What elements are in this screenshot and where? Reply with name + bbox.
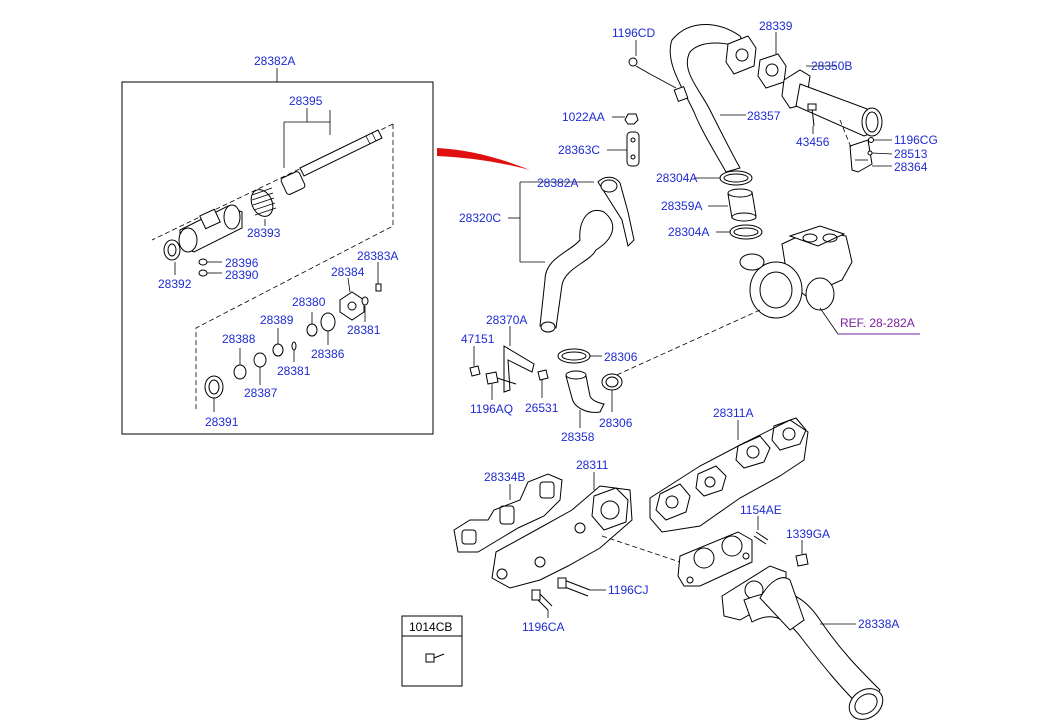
label-28364: 28364	[894, 160, 928, 174]
label-28390: 28390	[225, 268, 259, 282]
nut-1022AA	[612, 113, 639, 125]
label-28304A-1: 28304A	[656, 171, 697, 185]
label-1196CA: 1196CA	[522, 620, 564, 634]
part-28388	[233, 348, 247, 380]
part-28387	[253, 352, 267, 385]
bolt-28390	[198, 269, 222, 277]
red-arrow	[437, 148, 530, 170]
turbocharger	[739, 225, 920, 335]
box-1014CB	[401, 615, 463, 687]
label-26531: 26531	[525, 401, 559, 415]
bolt-28396	[198, 258, 222, 266]
label-28383A: 28383A	[357, 249, 398, 263]
label-1196CD: 1196CD	[612, 26, 655, 40]
label-43456: 43456	[796, 135, 830, 149]
pipe-28358	[565, 370, 605, 428]
manifold-28311	[491, 472, 633, 589]
label-28304A-2: 28304A	[668, 225, 709, 239]
label-28350B: 28350B	[811, 59, 852, 73]
manifold-28311A	[649, 417, 809, 533]
bolt-47151	[469, 346, 481, 377]
label-28357: 28357	[747, 109, 781, 123]
pipe-28350B	[781, 65, 883, 137]
label-28306-2: 28306	[599, 416, 633, 430]
label-28311: 28311	[576, 458, 609, 472]
label-28370A: 28370A	[486, 313, 527, 327]
part-28389	[272, 328, 284, 357]
label-28363C: 28363C	[558, 143, 600, 157]
label-28359A: 28359A	[661, 199, 702, 213]
label-28334B: 28334B	[484, 470, 525, 484]
ring-28380	[306, 312, 318, 337]
assembly-box-28382A	[121, 81, 434, 435]
label-28387: 28387	[244, 386, 278, 400]
bolt-1196CJ	[557, 577, 606, 597]
clamp-28304A-top	[694, 170, 753, 186]
bracket-28364	[849, 137, 893, 173]
label-1014CB: 1014CB	[409, 620, 452, 634]
label-28381-a: 28381	[347, 323, 381, 337]
clamp-28304A-bottom	[716, 224, 763, 240]
label-1339GA: 1339GA	[786, 527, 830, 541]
label-28384: 28384	[331, 265, 365, 279]
label-1022AA: 1022AA	[562, 110, 605, 124]
label-28339: 28339	[759, 19, 793, 33]
label-28513: 28513	[894, 147, 928, 161]
label-28306-1: 28306	[604, 350, 638, 364]
flange-28339	[725, 32, 787, 89]
label-1196CG: 1196CG	[894, 133, 938, 147]
label-28388: 28388	[222, 332, 256, 346]
clamp-28306-bottom	[601, 373, 623, 412]
bracket-28370A	[503, 326, 535, 393]
clamp-28306-top	[557, 348, 602, 364]
label-28382A-box: 28382A	[254, 54, 295, 68]
nut-1339GA	[795, 540, 809, 567]
label-28382A: 28382A	[537, 176, 578, 190]
label-28389: 28389	[260, 313, 294, 327]
label-1154AE: 1154AE	[740, 503, 782, 517]
bolt-43456	[807, 103, 817, 134]
shaft-28395	[280, 108, 383, 195]
label-28391: 28391	[205, 415, 239, 429]
label-28381-b: 28381	[277, 364, 311, 378]
stud-1154AE	[753, 516, 769, 545]
seal-28391	[204, 375, 224, 412]
oring-28386	[320, 312, 336, 345]
label-47151: 47151	[461, 332, 495, 346]
label-28311A: 28311A	[713, 406, 753, 420]
label-28380: 28380	[292, 295, 326, 309]
hose-28359A	[708, 188, 757, 222]
pipe-28320C	[539, 176, 635, 333]
ring-28381	[291, 341, 297, 362]
bolt-1196AQ	[485, 371, 517, 400]
label-28338A: 28338A	[858, 617, 899, 631]
label-28320C: 28320C	[459, 211, 501, 225]
gasket-28334B	[453, 473, 563, 553]
label-28393: 28393	[247, 226, 281, 240]
bracket-28363C	[607, 131, 640, 167]
nut-26531	[537, 369, 549, 398]
bolt-1196CA	[531, 589, 553, 618]
label-28395: 28395	[289, 94, 323, 108]
label-28386: 28386	[311, 347, 345, 361]
label-1196CJ: 1196CJ	[608, 583, 648, 597]
spring-28393	[250, 187, 277, 226]
flange-28384	[339, 262, 382, 322]
label-1196AQ: 1196AQ	[470, 402, 513, 416]
bolt-1196CD	[628, 40, 677, 89]
label-28392: 28392	[158, 277, 192, 291]
label-ref-28-282A: REF. 28-282A	[840, 316, 915, 330]
housing-28392	[163, 204, 243, 275]
gasket-twin	[677, 531, 753, 587]
label-28358: 28358	[561, 430, 595, 444]
pipe-28338A	[721, 565, 884, 720]
label-28396: 28396	[225, 256, 259, 270]
